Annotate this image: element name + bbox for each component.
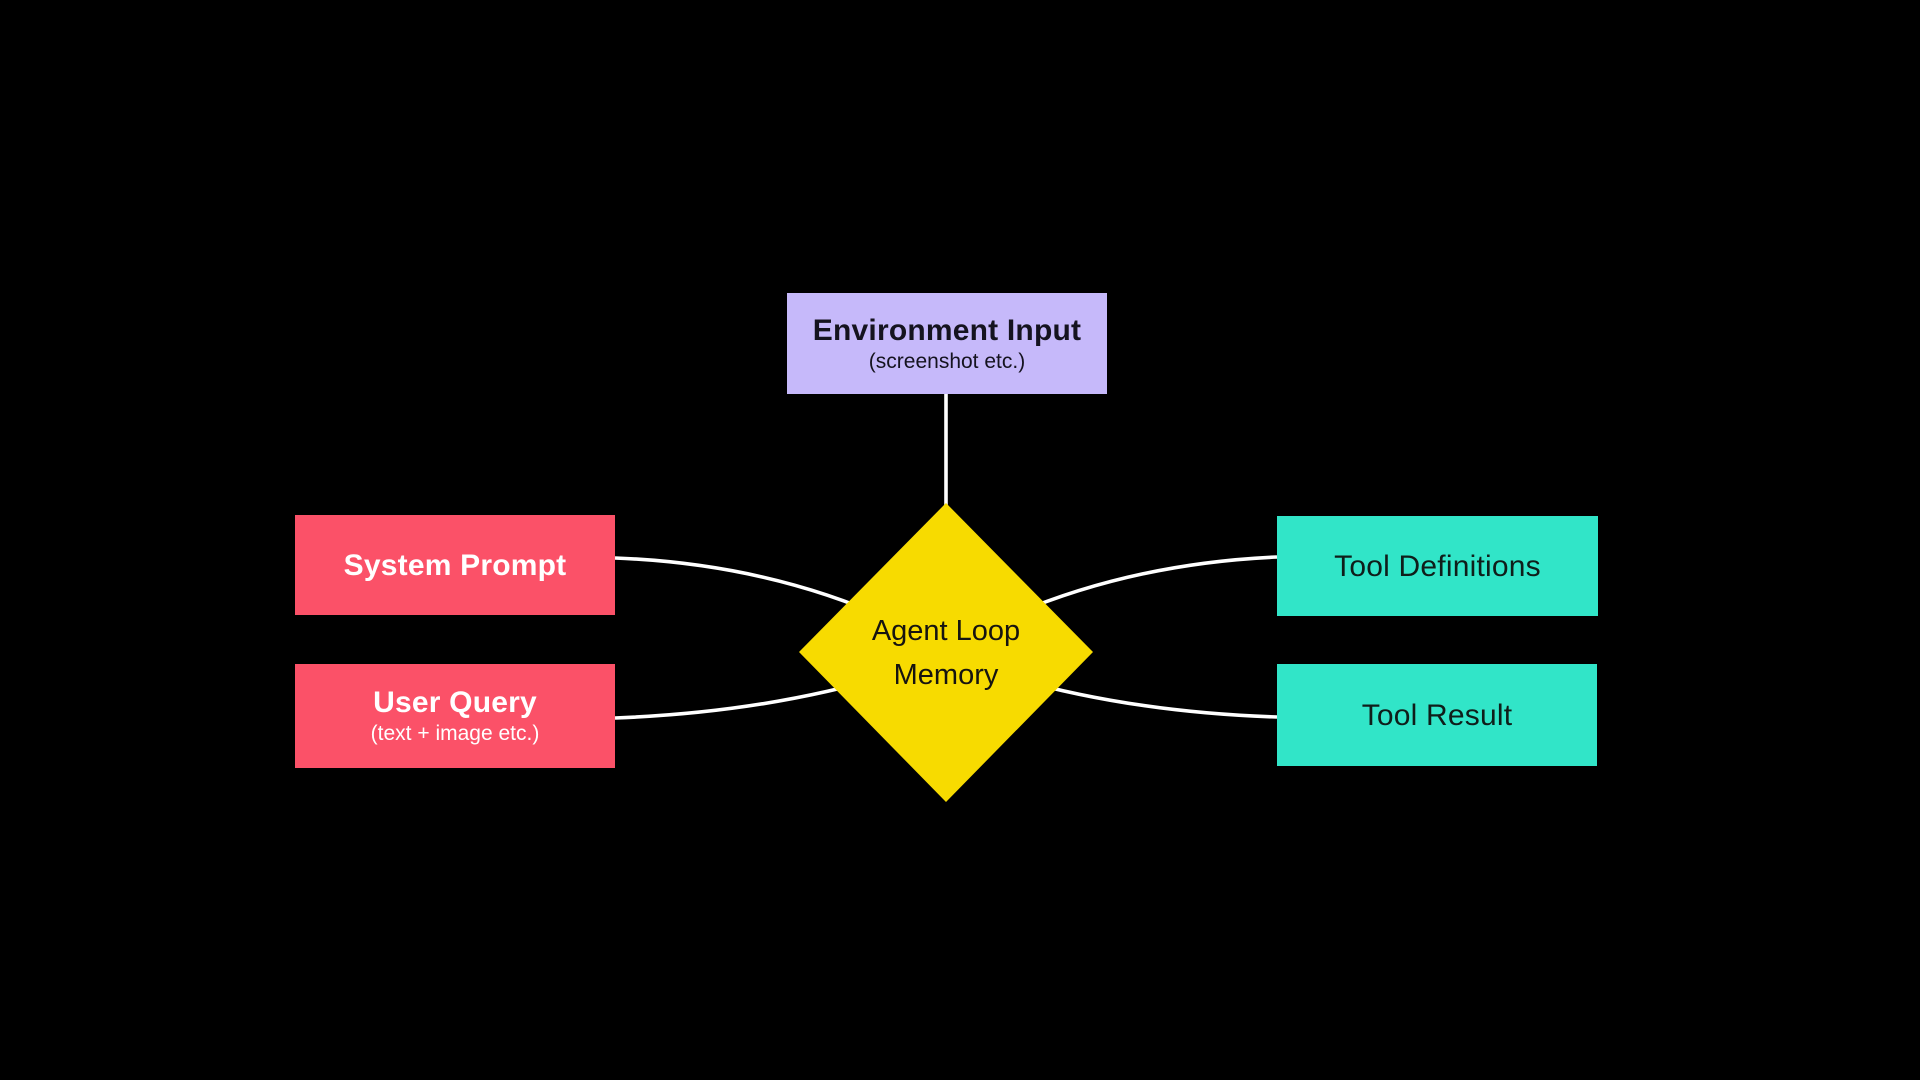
node-tool-result: Tool Result [1277, 664, 1597, 766]
environment-input-title: Environment Input [812, 313, 1082, 347]
environment-input-subtitle: (screenshot etc.) [868, 349, 1026, 373]
agent-loop-memory-label: Agent Loop Memory [786, 600, 1106, 706]
agent-loop-memory-line2: Memory [893, 659, 999, 691]
node-system-prompt: System Prompt [295, 515, 615, 615]
node-environment-input: Environment Input (screenshot etc.) [787, 293, 1107, 394]
system-prompt-title: System Prompt [343, 548, 567, 582]
agent-loop-memory-line1: Agent Loop [871, 615, 1021, 647]
user-query-subtitle: (text + image etc.) [370, 722, 540, 746]
user-query-title: User Query [373, 686, 537, 720]
tool-result-title: Tool Result [1361, 698, 1513, 732]
agent-loop-memory-diamond [799, 503, 1093, 802]
node-tool-definitions: Tool Definitions [1277, 516, 1598, 616]
node-user-query: User Query (text + image etc.) [295, 664, 615, 768]
tool-definitions-title: Tool Definitions [1334, 549, 1541, 583]
